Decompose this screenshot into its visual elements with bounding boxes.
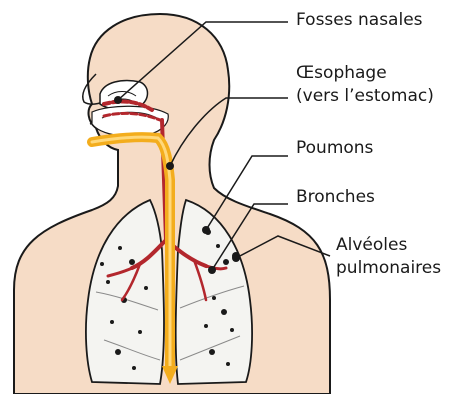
label-bronches-text: Bronches <box>296 186 375 209</box>
label-poumons-text: Poumons <box>296 137 373 160</box>
label-alveoles-line2: pulmonaires <box>336 257 441 280</box>
label-bronches: Bronches <box>296 186 375 209</box>
oral-cavity <box>92 106 168 136</box>
label-fosses-nasales-text: Fosses nasales <box>296 9 423 32</box>
label-oesophage: Œsophage (vers l’estomac) <box>296 62 434 108</box>
label-fosses-nasales: Fosses nasales <box>296 9 423 32</box>
label-oesophage-line2: (vers l’estomac) <box>296 85 434 108</box>
label-poumons: Poumons <box>296 137 373 160</box>
label-alveoles-line1: Alvéoles <box>336 234 441 257</box>
label-oesophage-line1: Œsophage <box>296 62 434 85</box>
label-alveoles: Alvéoles pulmonaires <box>336 234 441 280</box>
